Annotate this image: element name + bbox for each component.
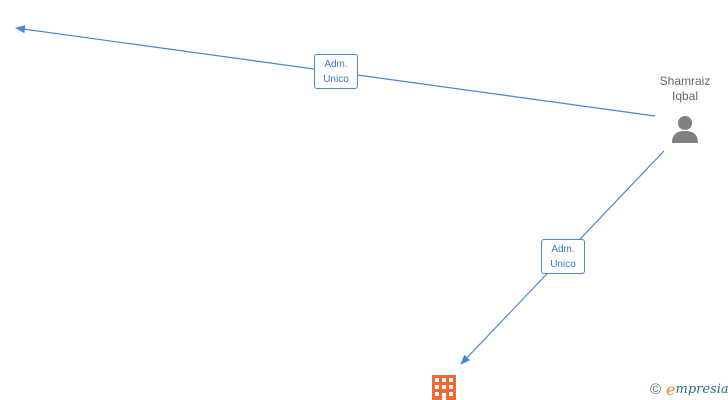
person-name-line2: Iqbal	[671, 89, 699, 103]
logo-first-letter: e	[666, 379, 676, 399]
logo-wordmark: mpresia	[675, 381, 728, 397]
person-name[interactable]: Shamraiz Iqbal	[640, 74, 728, 104]
copyright-icon: ©	[650, 380, 662, 398]
edge-label-adm-unico-2[interactable]: Adm. Unico	[541, 239, 585, 274]
person-icon[interactable]	[670, 114, 700, 144]
person-name-line1: Shamraiz	[659, 74, 711, 88]
empresia-logo[interactable]: © e mpresia	[650, 378, 728, 400]
building-icon[interactable]	[432, 375, 456, 400]
edge-label-line1: Adm.	[551, 244, 575, 255]
edge-label-adm-unico-1[interactable]: Adm. Unico	[314, 54, 358, 89]
edge-label-line2: Unico	[550, 259, 576, 270]
edge-label-line1: Adm.	[324, 59, 348, 70]
edge-label-line2: Unico	[323, 74, 349, 85]
